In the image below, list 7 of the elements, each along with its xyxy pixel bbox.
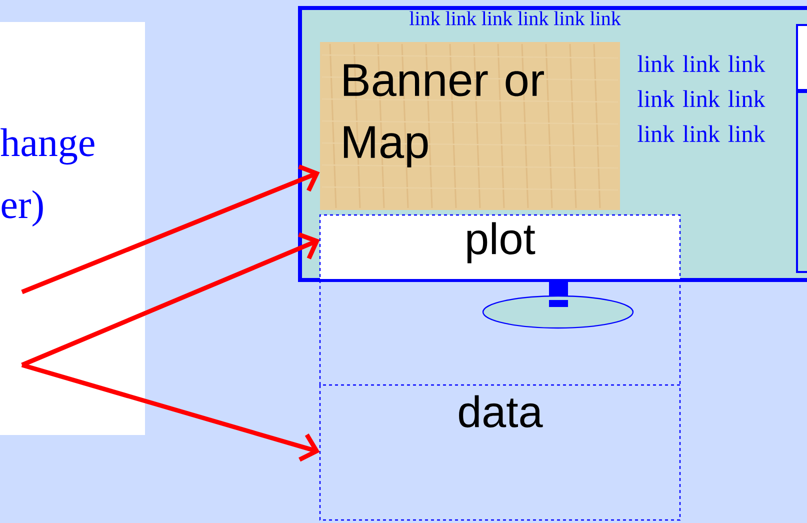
arrow [21,362,320,462]
text-panel: hange er) [0,22,145,435]
arrow [21,164,320,294]
arrow [21,232,320,368]
plot-box: plot [319,214,681,385]
data-box: data [319,384,681,521]
banner-box: Banner or Map [320,42,620,210]
